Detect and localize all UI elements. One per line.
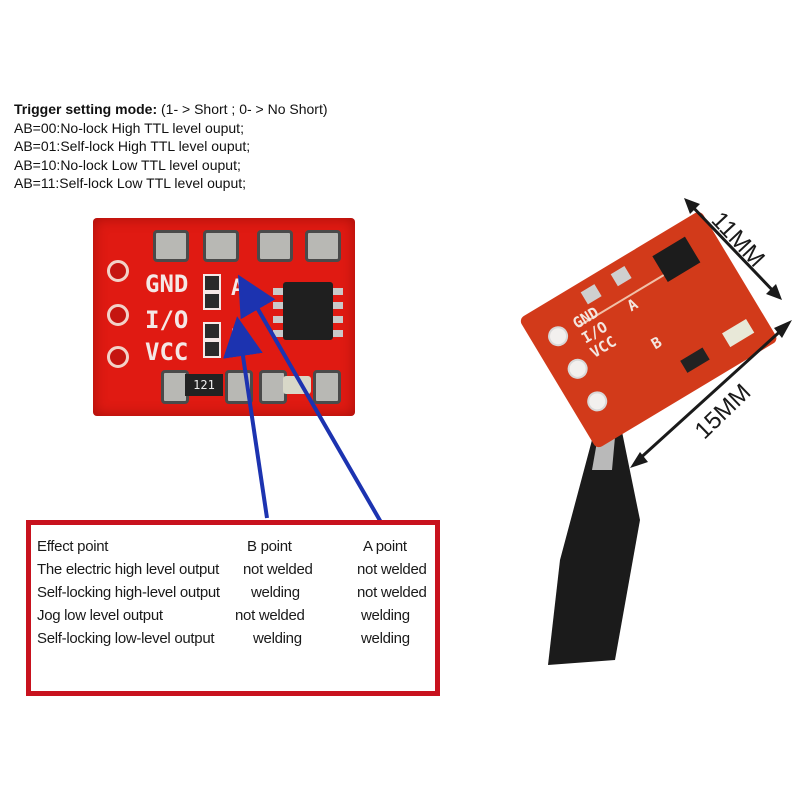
- row-2-name: Self-locking high-level output: [37, 584, 220, 601]
- jumper-b-bottom: [203, 340, 221, 358]
- row-4-b: welding: [253, 630, 302, 647]
- row-3-name: Jog low level output: [37, 607, 163, 624]
- dim-arrowhead: [766, 284, 782, 300]
- jumper-a-bottom: [203, 292, 221, 310]
- top-pad-1: [153, 230, 189, 262]
- trigger-note: (1- > Short ; 0- > No Short): [157, 101, 328, 117]
- tilted-pcb: [520, 212, 777, 448]
- row-1-b: not welded: [243, 561, 313, 578]
- tilted-chip: [652, 236, 701, 282]
- trigger-line-00: AB=00:No-lock High TTL level ouput;: [14, 119, 244, 136]
- trigger-line-10: AB=10:No-lock Low TTL level ouput;: [14, 156, 241, 173]
- tilted-pad: [580, 284, 602, 305]
- tilted-resistor: [680, 347, 710, 373]
- row-4-a: welding: [361, 630, 410, 647]
- pin-hole-vcc: [107, 346, 129, 368]
- trigger-setting-text: Trigger setting mode: (1- > Short ; 0- >…: [14, 100, 328, 193]
- trigger-line-11: AB=11:Self-lock Low TTL level ouput;: [14, 175, 247, 191]
- row-3-b: not welded: [235, 607, 305, 624]
- trigger-line-01: AB=01:Self-lock High TTL level ouput;: [14, 138, 251, 154]
- tilted-hole-3: [587, 391, 608, 412]
- dim-arrowhead: [774, 320, 792, 338]
- silk-gnd: GND: [145, 270, 189, 298]
- tilted-hole-2: [567, 358, 588, 379]
- jumper-a-top: [203, 274, 221, 292]
- jumper-b-top: [203, 322, 221, 340]
- row-4-name: Self-locking low-level output: [37, 630, 215, 647]
- row-2-a: not welded: [357, 584, 427, 601]
- pin-hole-io: [107, 304, 129, 326]
- top-pad-3: [257, 230, 293, 262]
- silk-vcc: VCC: [145, 338, 189, 366]
- header-b: B point: [247, 538, 292, 555]
- dim-arrowhead: [684, 198, 700, 214]
- row-2-b: welding: [251, 584, 300, 601]
- header-effect: Effect point: [37, 538, 109, 555]
- trigger-title: Trigger setting mode:: [14, 101, 158, 117]
- tilted-pad: [610, 266, 632, 287]
- resistor: 121: [185, 374, 223, 396]
- silk-io: I/O: [145, 306, 189, 334]
- row-1-name: The electric high level output: [37, 561, 219, 578]
- top-pad-2: [203, 230, 239, 262]
- pin-hole-gnd: [107, 260, 129, 282]
- trigger-title-line: Trigger setting mode: (1- > Short ; 0- >…: [14, 100, 328, 119]
- dim-arrow-15mm: [634, 324, 788, 464]
- row-1-a: not welded: [357, 561, 427, 578]
- effect-table: Effect point B point A point The electri…: [26, 520, 440, 696]
- tweezers: [548, 410, 640, 665]
- tilted-trace: [577, 274, 665, 328]
- dim-arrow-11mm: [686, 200, 780, 298]
- dim-arrowhead: [630, 452, 648, 468]
- header-a: A point: [363, 538, 407, 555]
- row-3-a: welding: [361, 607, 410, 624]
- top-pad-4: [305, 230, 341, 262]
- tilted-led: [722, 318, 755, 348]
- resistor-code: 121: [193, 378, 215, 392]
- tilted-hole-1: [548, 326, 569, 347]
